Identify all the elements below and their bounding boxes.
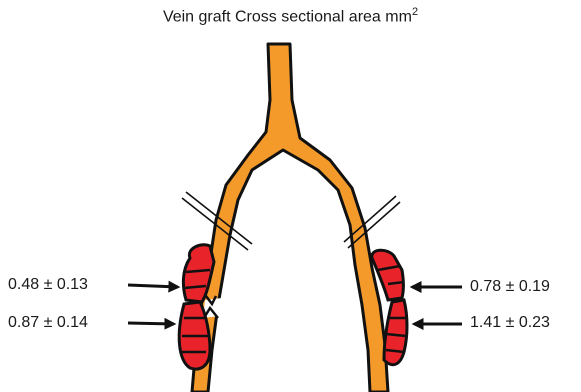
- right-lower-value: 1.41 ± 0.23: [470, 314, 550, 332]
- left-upper-value: 0.48 ± 0.13: [8, 276, 88, 294]
- arrow-left-upper: [128, 285, 178, 287]
- arrow-left-lower: [128, 323, 174, 324]
- right-upper-value: 0.78 ± 0.19: [470, 278, 550, 296]
- vein-trunk: [192, 44, 388, 392]
- left-lower-value: 0.87 ± 0.14: [8, 314, 88, 332]
- right-stenosis-lower: [384, 300, 407, 365]
